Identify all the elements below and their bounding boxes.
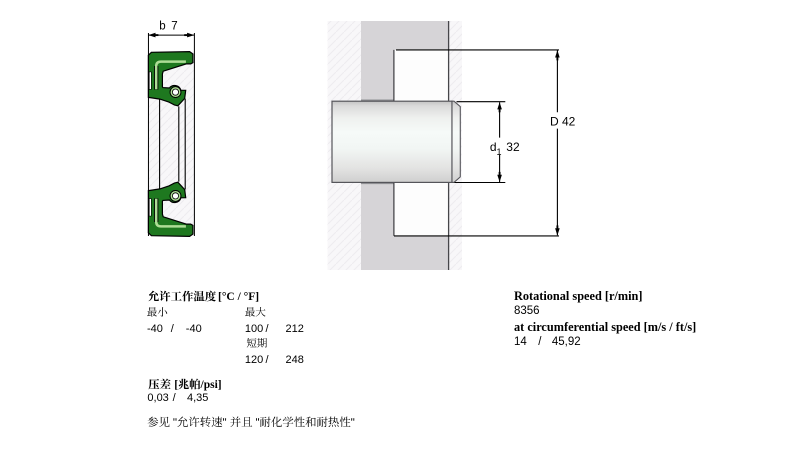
svg-text:7: 7 — [171, 21, 177, 33]
svg-text:45,92: 45,92 — [552, 336, 581, 348]
svg-text:0,03: 0,03 — [147, 392, 168, 404]
svg-text:/: / — [171, 323, 175, 335]
svg-text:b: b — [159, 21, 165, 33]
svg-text:at circumferential speed [m/s: at circumferential speed [m/s / ft/s] — [514, 320, 696, 334]
svg-text:/: / — [266, 354, 270, 366]
svg-text:8356: 8356 — [514, 305, 540, 317]
svg-text:-40: -40 — [147, 323, 163, 335]
svg-text:14: 14 — [514, 336, 527, 348]
svg-text:1: 1 — [497, 147, 502, 157]
svg-text:/: / — [266, 323, 270, 335]
svg-text:[°C / °F]: [°C / °F] — [218, 291, 259, 303]
svg-text:100: 100 — [245, 323, 263, 335]
svg-text:/psi]: /psi] — [200, 379, 222, 391]
svg-text:D 42: D 42 — [550, 114, 576, 128]
svg-text:d: d — [490, 140, 497, 154]
svg-text:/: / — [173, 392, 177, 404]
svg-text:212: 212 — [286, 323, 304, 335]
svg-text:[: [ — [174, 379, 178, 391]
svg-text:-40: -40 — [186, 323, 202, 335]
svg-text:4,35: 4,35 — [187, 392, 208, 404]
svg-text:/: / — [538, 336, 542, 348]
svg-text:248: 248 — [286, 354, 304, 366]
svg-text:120: 120 — [245, 354, 263, 366]
svg-text:32: 32 — [506, 140, 520, 154]
svg-text:Rotational speed [r/min]: Rotational speed [r/min] — [514, 289, 642, 303]
